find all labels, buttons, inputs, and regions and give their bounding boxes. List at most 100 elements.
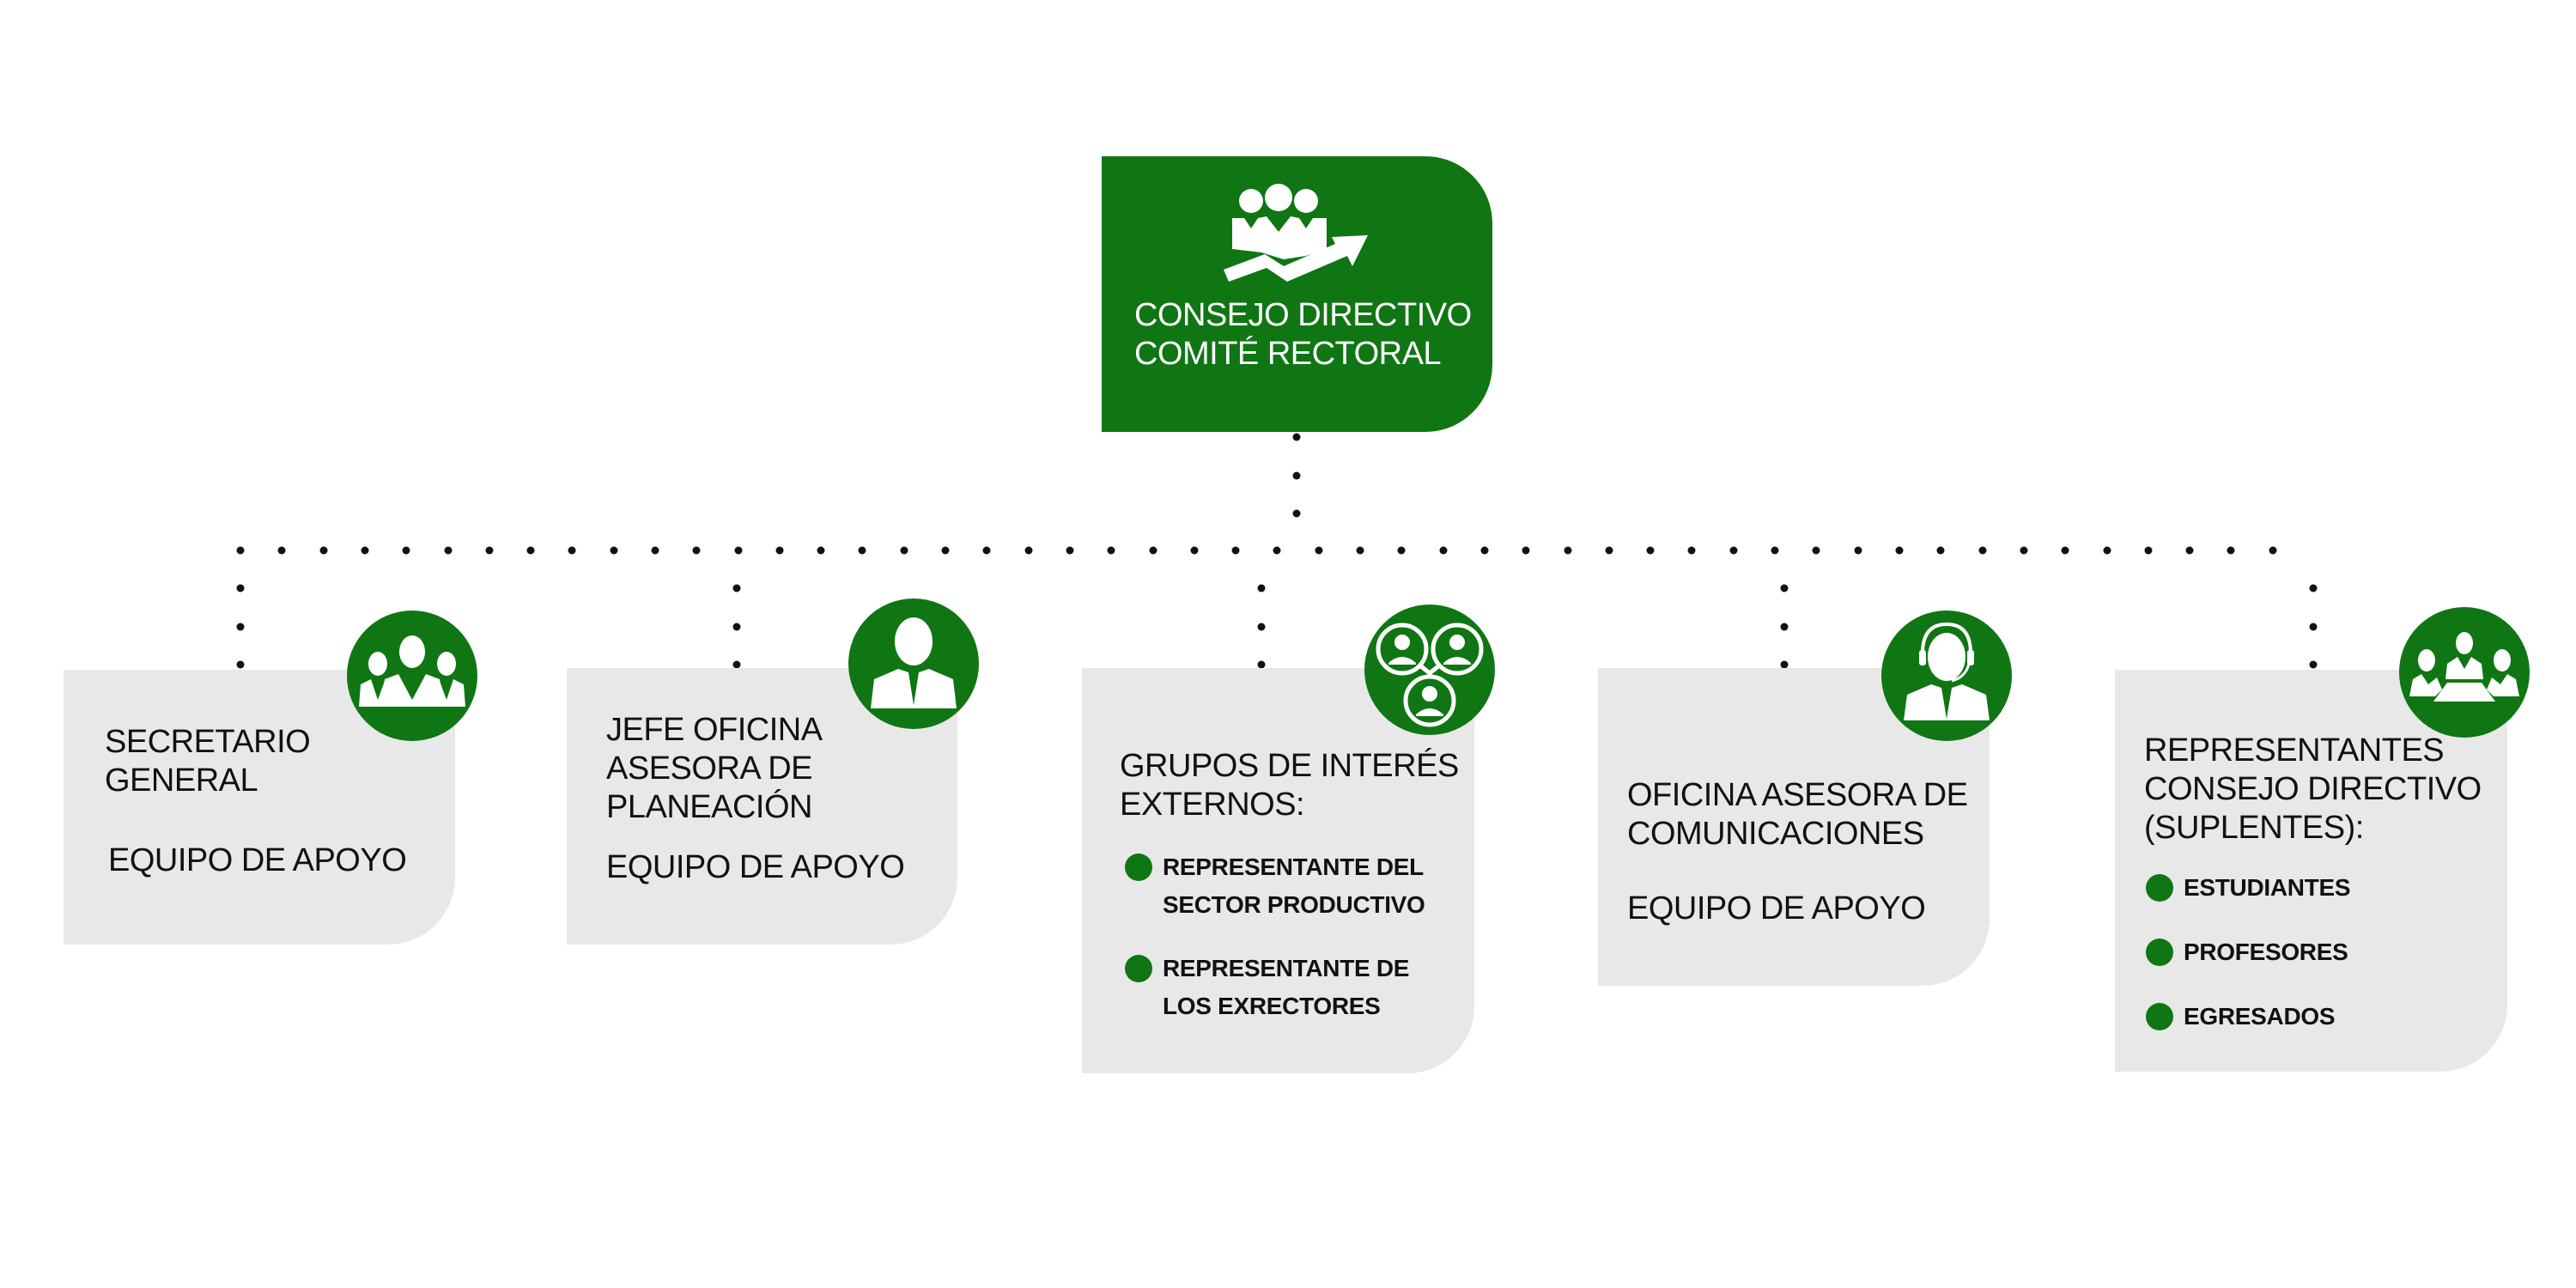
connector-dot-branch-3 [1257,584,1266,592]
connector-dot-bus [1066,546,1074,555]
connector-dot-bus [1771,546,1779,555]
connector-dot-bus [361,546,369,555]
connector-dot-bus [2269,546,2277,555]
list-item: REPRESENTANTE DEL SECTOR PRODUCTIVO [1125,848,1425,924]
connector-dot-bus [1854,546,1862,555]
connector-dot-bus [1397,546,1406,555]
connector-dot-bus [1439,546,1448,555]
node-5-icon-badge [2399,607,2530,738]
list-item: ESTUDIANTES [2146,869,2351,907]
connector-dot-bus [444,546,453,555]
headset-agent-icon [1904,622,1990,720]
root-title: CONSEJO DIRECTIVO COMITÉ RECTORAL [1134,297,1472,372]
connector-dot-branch-3 [1257,623,1266,631]
connector-dot-bus [1356,546,1364,555]
connector-dot-branch-5 [2309,623,2318,631]
connector-dot-bus [1024,546,1033,555]
connector-dot-bus [734,546,743,555]
connector-dot-bus [692,546,701,555]
connector-dot-bus [1687,546,1696,555]
connector-dot-bus [817,546,825,555]
bullet-dot-icon [2146,874,2173,902]
connector-dot-bus [2185,546,2194,555]
connector-dot-bus [775,546,784,555]
connector-dot-bus [1729,546,1738,555]
node-title: GRUPOS DE INTERÉS EXTERNOS: [1120,748,1459,823]
connector-dot-bus [1564,546,1572,555]
connector-dot-bus [900,546,908,555]
list-item: EGRESADOS [2146,998,2350,1036]
list-item: PROFESORES [2146,933,2350,971]
node-representantes-consejo: REPRESENTANTES CONSEJO DIRECTIVO (SUPLEN… [2115,670,2507,1072]
connector-dot-bus [1978,546,1987,555]
connector-dot-bus [236,546,245,555]
connector-dot-bus [277,546,286,555]
connector-dot-bus [2061,546,2069,555]
connector-dot-branch-5 [2309,660,2318,669]
node-1-icon-badge [347,611,477,741]
connector-dot-bus [982,546,991,555]
connector-dot-bus [2103,546,2111,555]
connector-dot-bus [610,546,618,555]
connector-dot-bus [858,546,866,555]
connector-dot-branch-4 [1780,584,1789,592]
connector-dot-branch-1 [236,623,245,631]
node-title: OFICINA ASESORA DE COMUNICACIONES [1627,777,1968,852]
connector-dot-bus [402,546,410,555]
node-title: SECRETARIO GENERAL [105,724,311,799]
connector-dot-root-stem [1292,471,1301,480]
node-subtitle: EQUIPO DE APOYO [1627,890,1926,927]
connector-dot-bus [2227,546,2235,555]
connector-dot-branch-1 [236,660,245,669]
connector-dot-bus [568,546,576,555]
connector-dot-bus [1936,546,1945,555]
root-node-consejo-directivo: CONSEJO DIRECTIVO COMITÉ RECTORAL [1102,156,1492,432]
node-item-list: REPRESENTANTE DEL SECTOR PRODUCTIVO REPR… [1125,848,1425,1025]
connector-dot-bus [1273,546,1281,555]
connector-dot-bus [941,546,950,555]
connector-dot-bus [1522,546,1530,555]
connector-dot-branch-5 [2309,584,2318,592]
list-item: REPRESENTANTE DE LOS EXRECTORES [1125,950,1425,1025]
node-subtitle: EQUIPO DE APOYO [108,842,407,878]
node-jefe-oficina-planeacion: JEFE OFICINA ASESORA DE PLANEACIÓN EQUIP… [567,668,957,945]
node-title: REPRESENTANTES CONSEJO DIRECTIVO (SUPLEN… [2144,732,2482,846]
node-4-icon-badge [1881,611,2012,741]
connector-dot-branch-2 [732,584,741,592]
group-of-people-icon [359,635,465,707]
bullet-dot-icon [2146,939,2173,966]
connector-dot-bus [1315,546,1323,555]
connector-dot-bus [1895,546,1904,555]
connector-dot-bus [651,546,659,555]
bullet-dot-icon [1125,854,1152,881]
connector-dot-bus [1605,546,1613,555]
node-item-list: ESTUDIANTES PROFESORES EGRESADOS [2146,869,2351,1036]
connector-dot-bus [1646,546,1655,555]
connector-dot-bus [526,546,535,555]
connector-dot-bus [2020,546,2028,555]
team-growth-arrow-icon [1224,184,1368,282]
connector-dot-bus [1231,546,1240,555]
connector-dot-bus [1190,546,1199,555]
node-title: JEFE OFICINA ASESORA DE PLANEACIÓN [606,712,823,825]
node-3-icon-badge [1364,605,1495,735]
connector-dot-bus [485,546,494,555]
connector-dot-branch-1 [236,584,245,592]
connector-dot-bus [2144,546,2153,555]
connector-dot-bus [1107,546,1115,555]
connector-dot-branch-4 [1780,623,1789,631]
node-subtitle: EQUIPO DE APOYO [606,849,905,885]
connector-dot-root-stem [1292,509,1301,518]
node-grupos-interes-externos: GRUPOS DE INTERÉS EXTERNOS: REPRESENTANT… [1082,668,1474,1073]
meeting-table-icon [2409,632,2519,702]
node-2-icon-badge [848,598,979,729]
bullet-dot-icon [1125,955,1152,982]
connector-dot-bus [1812,546,1820,555]
bullet-dot-icon [2146,1003,2173,1030]
connected-people-network-icon [1376,623,1484,727]
connector-dot-branch-2 [732,623,741,631]
connector-dot-bus [319,546,328,555]
person-business-icon [871,617,957,708]
connector-dot-root-stem [1292,433,1301,441]
